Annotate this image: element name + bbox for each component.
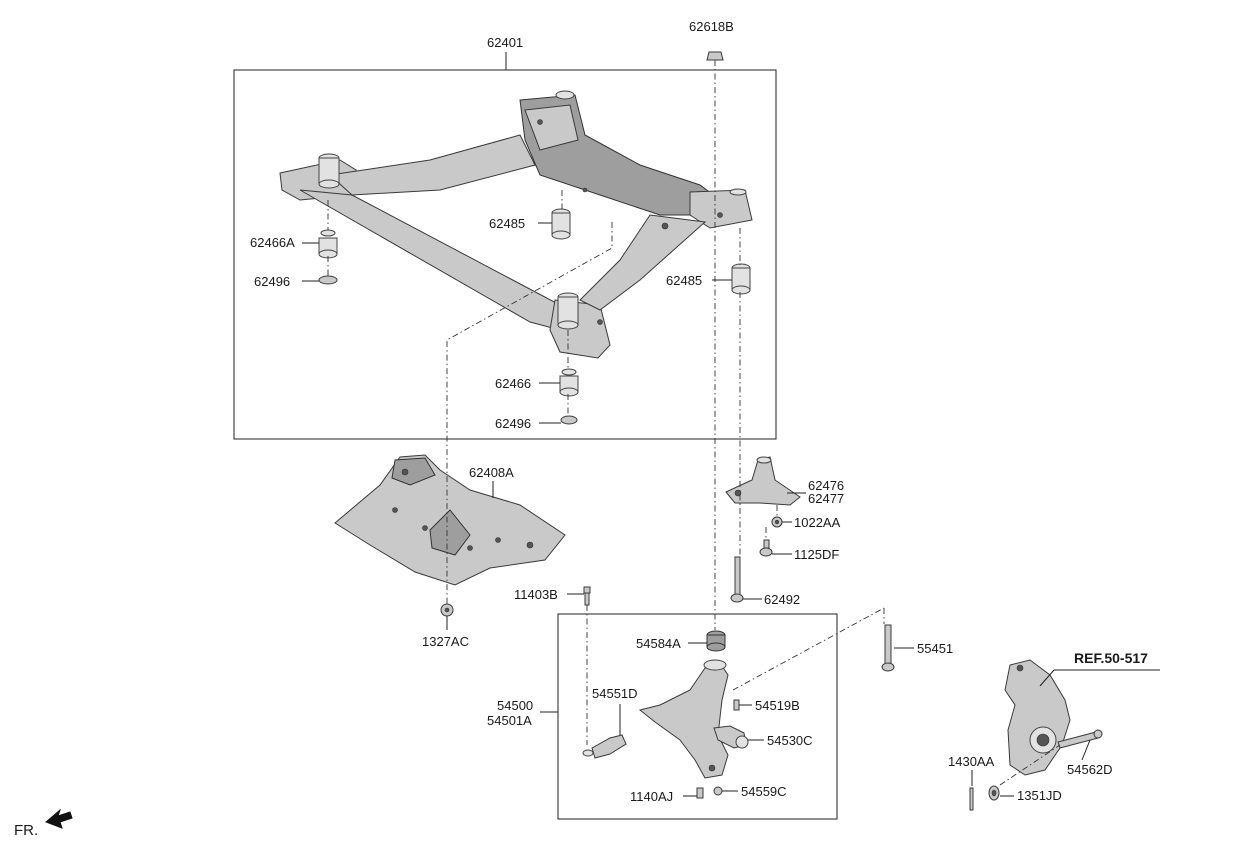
- label-54500: 54500: [497, 698, 533, 713]
- lower-arm-frame: [557, 613, 838, 820]
- bolt-62492: [730, 556, 744, 603]
- nut-1022AA: [771, 516, 783, 528]
- label-62485-upper: 62485: [489, 216, 525, 231]
- nut-62618B: [706, 51, 724, 61]
- crossmember-frame: [233, 69, 777, 440]
- label-62496-left: 62496: [254, 274, 290, 289]
- label-62408A: 62408A: [469, 465, 514, 480]
- bolt-55451: [881, 624, 895, 672]
- label-front: FR.: [14, 822, 38, 839]
- washer-62496-front: [560, 415, 578, 425]
- nut-54559C: [713, 786, 723, 796]
- label-11403B: 11403B: [514, 587, 558, 602]
- label-62401: 62401: [487, 35, 523, 50]
- clip-1327AC: [440, 603, 454, 617]
- label-54519B: 54519B: [755, 698, 800, 713]
- bolt-1125DF: [759, 539, 773, 557]
- label-54559C: 54559C: [741, 784, 787, 799]
- label-54562D: 54562D: [1067, 762, 1113, 777]
- bracket-62476: [725, 456, 801, 506]
- crossmember: [279, 90, 753, 359]
- label-62477: 62477: [808, 491, 844, 506]
- bushing-62466: [559, 368, 579, 397]
- label-62476: 62476: [808, 478, 844, 493]
- label-62618B: 62618B: [689, 19, 734, 34]
- label-1125DF: 1125DF: [794, 547, 839, 562]
- label-54584A: 54584A: [636, 636, 681, 651]
- front-direction-arrow-icon: [45, 808, 73, 829]
- bushing-62485-lower: [731, 263, 751, 295]
- label-62485-lower: 62485: [666, 273, 702, 288]
- bushing-54584A: [706, 630, 726, 652]
- label-1430AA: 1430AA: [948, 754, 995, 769]
- bolt-54519B: [733, 699, 740, 711]
- washer-62496-left: [318, 275, 338, 285]
- label-1140AJ: 1140AJ: [630, 789, 673, 804]
- label-54530C: 54530C: [767, 733, 813, 748]
- label-62466: 62466: [495, 376, 531, 391]
- label-62496-front: 62496: [495, 416, 531, 431]
- knuckle: [1004, 659, 1071, 776]
- washer-1351JD: [988, 785, 1000, 801]
- balljoint-54530C: [713, 725, 749, 749]
- label-54551D: 54551D: [592, 686, 638, 701]
- bolt-11403B: [583, 586, 591, 606]
- bushing-54551D: [582, 734, 627, 759]
- under-cover-62408A: [334, 454, 566, 586]
- bolt-54562D: [1057, 729, 1103, 749]
- label-54501A: 54501A: [487, 713, 532, 728]
- label-1022AA: 1022AA: [794, 515, 841, 530]
- bolt-1140AJ: [696, 787, 704, 799]
- label-62466A: 62466A: [250, 235, 295, 250]
- bushing-62485-upper: [551, 208, 571, 240]
- label-ref-50-517: REF.50-517: [1074, 650, 1148, 666]
- label-62492: 62492: [764, 592, 800, 607]
- pin-1430AA: [969, 787, 974, 811]
- label-1327AC: 1327AC: [422, 634, 469, 649]
- bushing-62466A: [318, 229, 338, 259]
- label-1351JD: 1351JD: [1017, 788, 1062, 803]
- label-55451: 55451: [917, 641, 953, 656]
- lower-arm: [638, 659, 729, 779]
